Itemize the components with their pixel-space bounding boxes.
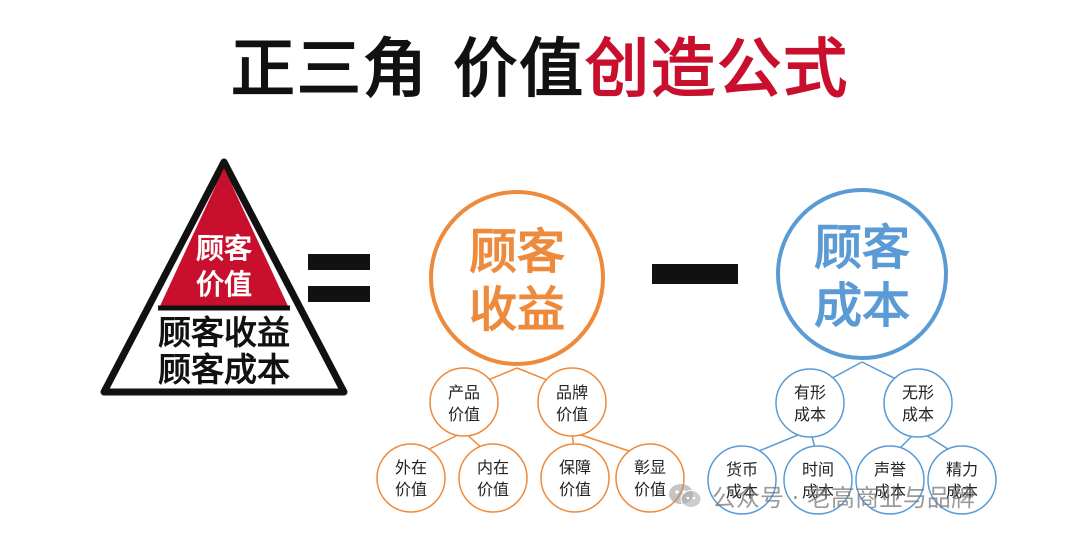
display-value-circle: [615, 443, 685, 513]
equals-bar-top: [308, 254, 370, 270]
equals-sign: [308, 254, 370, 302]
display-value-line2: 价值: [634, 480, 666, 499]
internal-value-circle: [458, 443, 528, 513]
brand-value-line1: 品牌: [556, 383, 588, 402]
cost-main-line2: 成本: [814, 278, 910, 334]
product-value-circle: [429, 367, 499, 437]
watermark: 公众号 · 老高商业与品牌: [668, 478, 975, 513]
cost-main-line1: 顾客: [814, 220, 910, 276]
brand-value-line2: 价值: [556, 405, 588, 424]
time-cost-line1: 时间: [802, 460, 834, 479]
external-value-line1: 外在: [395, 458, 427, 477]
triangle-bottom-line1: 顾客收益: [158, 313, 290, 352]
intangible-cost-line1: 无形: [902, 383, 934, 402]
internal-value-line1: 内在: [477, 458, 509, 477]
tangible-cost-line2: 成本: [794, 405, 826, 424]
minus-sign: [652, 264, 738, 284]
brand-value-circle: [537, 367, 607, 437]
energy-cost-circle: [927, 445, 997, 515]
triangle-top-line2: 价值: [196, 268, 252, 301]
wechat-icon: [669, 483, 702, 508]
triangle-top-line1: 顾客: [196, 232, 253, 265]
value-triangle: 顾客 价值 顾客收益 顾客成本: [100, 158, 348, 396]
display-value-line1: 彰显: [634, 458, 666, 477]
reputation-cost-circle: [855, 445, 925, 515]
watermark-text: 公众号 · 老高商业与品牌: [712, 484, 975, 512]
title-part-red: 创造公式: [585, 33, 850, 107]
benefit-main-line2: 收益: [469, 282, 565, 338]
energy-cost-line2: 成本: [946, 482, 978, 501]
page-title: 正三角 价值创造公式: [0, 30, 1080, 110]
benefit-tree: 顾客 收益 产品 价值 品牌 价值 外在 价值 内在 价值 保障 价值 彰显 价…: [376, 190, 685, 513]
title-part-black: 正三角 价值: [230, 33, 586, 107]
product-value-line1: 产品: [448, 383, 480, 402]
benefit-main-line1: 顾客: [469, 224, 565, 280]
intangible-cost-line2: 成本: [902, 405, 934, 424]
cost-tree: 顾客 成本 有形 成本 无形 成本 货币 成本 时间 成本 声誉 成本 精力 成…: [707, 188, 997, 515]
equals-bar-bottom: [308, 286, 370, 302]
benefit-main-circle: [429, 190, 605, 366]
energy-cost-line1: 精力: [946, 460, 978, 479]
triangle-top-red: [160, 168, 288, 306]
triangle-bottom-line2: 顾客成本: [158, 350, 290, 389]
cost-main-circle: [776, 188, 948, 360]
internal-value-line2: 价值: [477, 480, 509, 499]
guarantee-value-line2: 价值: [559, 480, 591, 499]
guarantee-value-circle: [540, 443, 610, 513]
tangible-cost-circle: [775, 368, 845, 438]
money-cost-line1: 货币: [726, 460, 758, 479]
money-cost-line2: 成本: [726, 482, 758, 501]
external-value-line2: 价值: [395, 480, 427, 499]
guarantee-value-line1: 保障: [559, 458, 591, 477]
reputation-cost-line2: 成本: [874, 482, 906, 501]
reputation-cost-line1: 声誉: [874, 460, 906, 479]
time-cost-line2: 成本: [802, 482, 834, 501]
tangible-cost-line1: 有形: [794, 383, 826, 402]
time-cost-circle: [783, 445, 853, 515]
intangible-cost-circle: [883, 368, 953, 438]
money-cost-circle: [707, 445, 777, 515]
external-value-circle: [376, 443, 446, 513]
product-value-line2: 价值: [448, 405, 480, 424]
